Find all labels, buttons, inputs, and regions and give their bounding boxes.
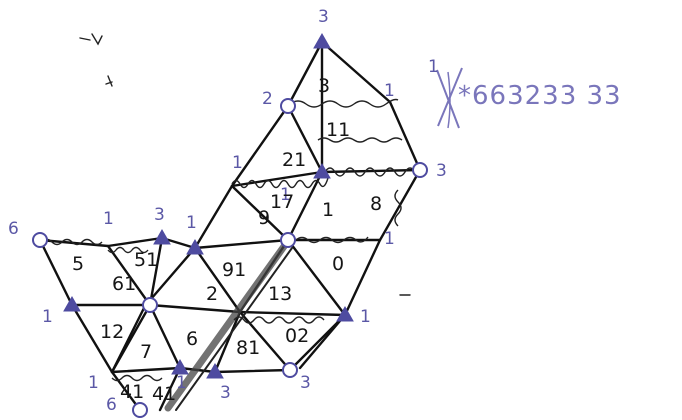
vertex-circle-marker [33, 233, 47, 247]
triangle-label: 02 [285, 325, 309, 347]
vertex-label: 1 [428, 57, 439, 77]
triangle-label: 3 [318, 75, 330, 97]
triangle-label: 21 [282, 149, 306, 171]
vertex-label: 3 [436, 161, 447, 181]
vertex-label: 1 [360, 307, 371, 327]
vertex-label: 3 [318, 7, 329, 27]
triangle-label: 7 [140, 341, 152, 363]
vertex-label: 1 [176, 373, 187, 393]
triangle-label: 81 [236, 337, 260, 359]
triangle-label: 0 [332, 253, 344, 275]
vertex-circle-marker [281, 99, 295, 113]
small-scribbles [80, 34, 410, 295]
triangle-label: 2 [206, 283, 218, 305]
triangle-label: 6 [186, 328, 198, 350]
vertex-label: 6 [8, 219, 19, 239]
triangle-label: 91 [222, 259, 246, 281]
triangle-label: 13 [268, 283, 292, 305]
vertex-label: 3 [154, 205, 165, 225]
vertex-triangle-marker [172, 360, 188, 374]
handwritten-note: *663233 33 [458, 81, 622, 111]
vertex-label: 1 [103, 209, 114, 229]
triangle-label: 61 [112, 273, 136, 295]
vertex-triangle-marker [314, 34, 330, 48]
triangle-label: 12 [100, 321, 124, 343]
vertex-label: 6 [106, 395, 117, 415]
vertex-label: 1 [88, 373, 99, 393]
vertex-label: 1 [232, 153, 243, 173]
vertex-circle-marker [283, 363, 297, 377]
triangle-label: 51 [134, 249, 158, 271]
vertex-label: 1 [186, 213, 197, 233]
vertex-label: 3 [220, 383, 231, 403]
triangle-label: 5 [72, 253, 84, 275]
vertex-label: 2 [262, 89, 273, 109]
vertex-circle-marker [413, 163, 427, 177]
triangle-label: 1 [322, 199, 334, 221]
vertex-label: 1 [384, 81, 395, 101]
vertex-circle-marker [143, 298, 157, 312]
vertex-triangle-marker [154, 230, 170, 244]
vertex-label: 3 [300, 373, 311, 393]
triangle-label: 41 [152, 383, 176, 405]
triangle-label: 41 [120, 381, 144, 403]
vertex-label: 1 [384, 229, 395, 249]
vertex-circle-marker [133, 403, 147, 417]
triangle-label: 11 [326, 119, 350, 141]
vertex-label: 1 [42, 307, 53, 327]
triangle-label: 17 [270, 191, 294, 213]
vertex-circle-marker [281, 233, 295, 247]
vertex-markers [33, 34, 427, 417]
triangle-label: 8 [370, 193, 382, 215]
mesh-edges [40, 42, 420, 410]
triangle-label: 9 [258, 207, 270, 229]
